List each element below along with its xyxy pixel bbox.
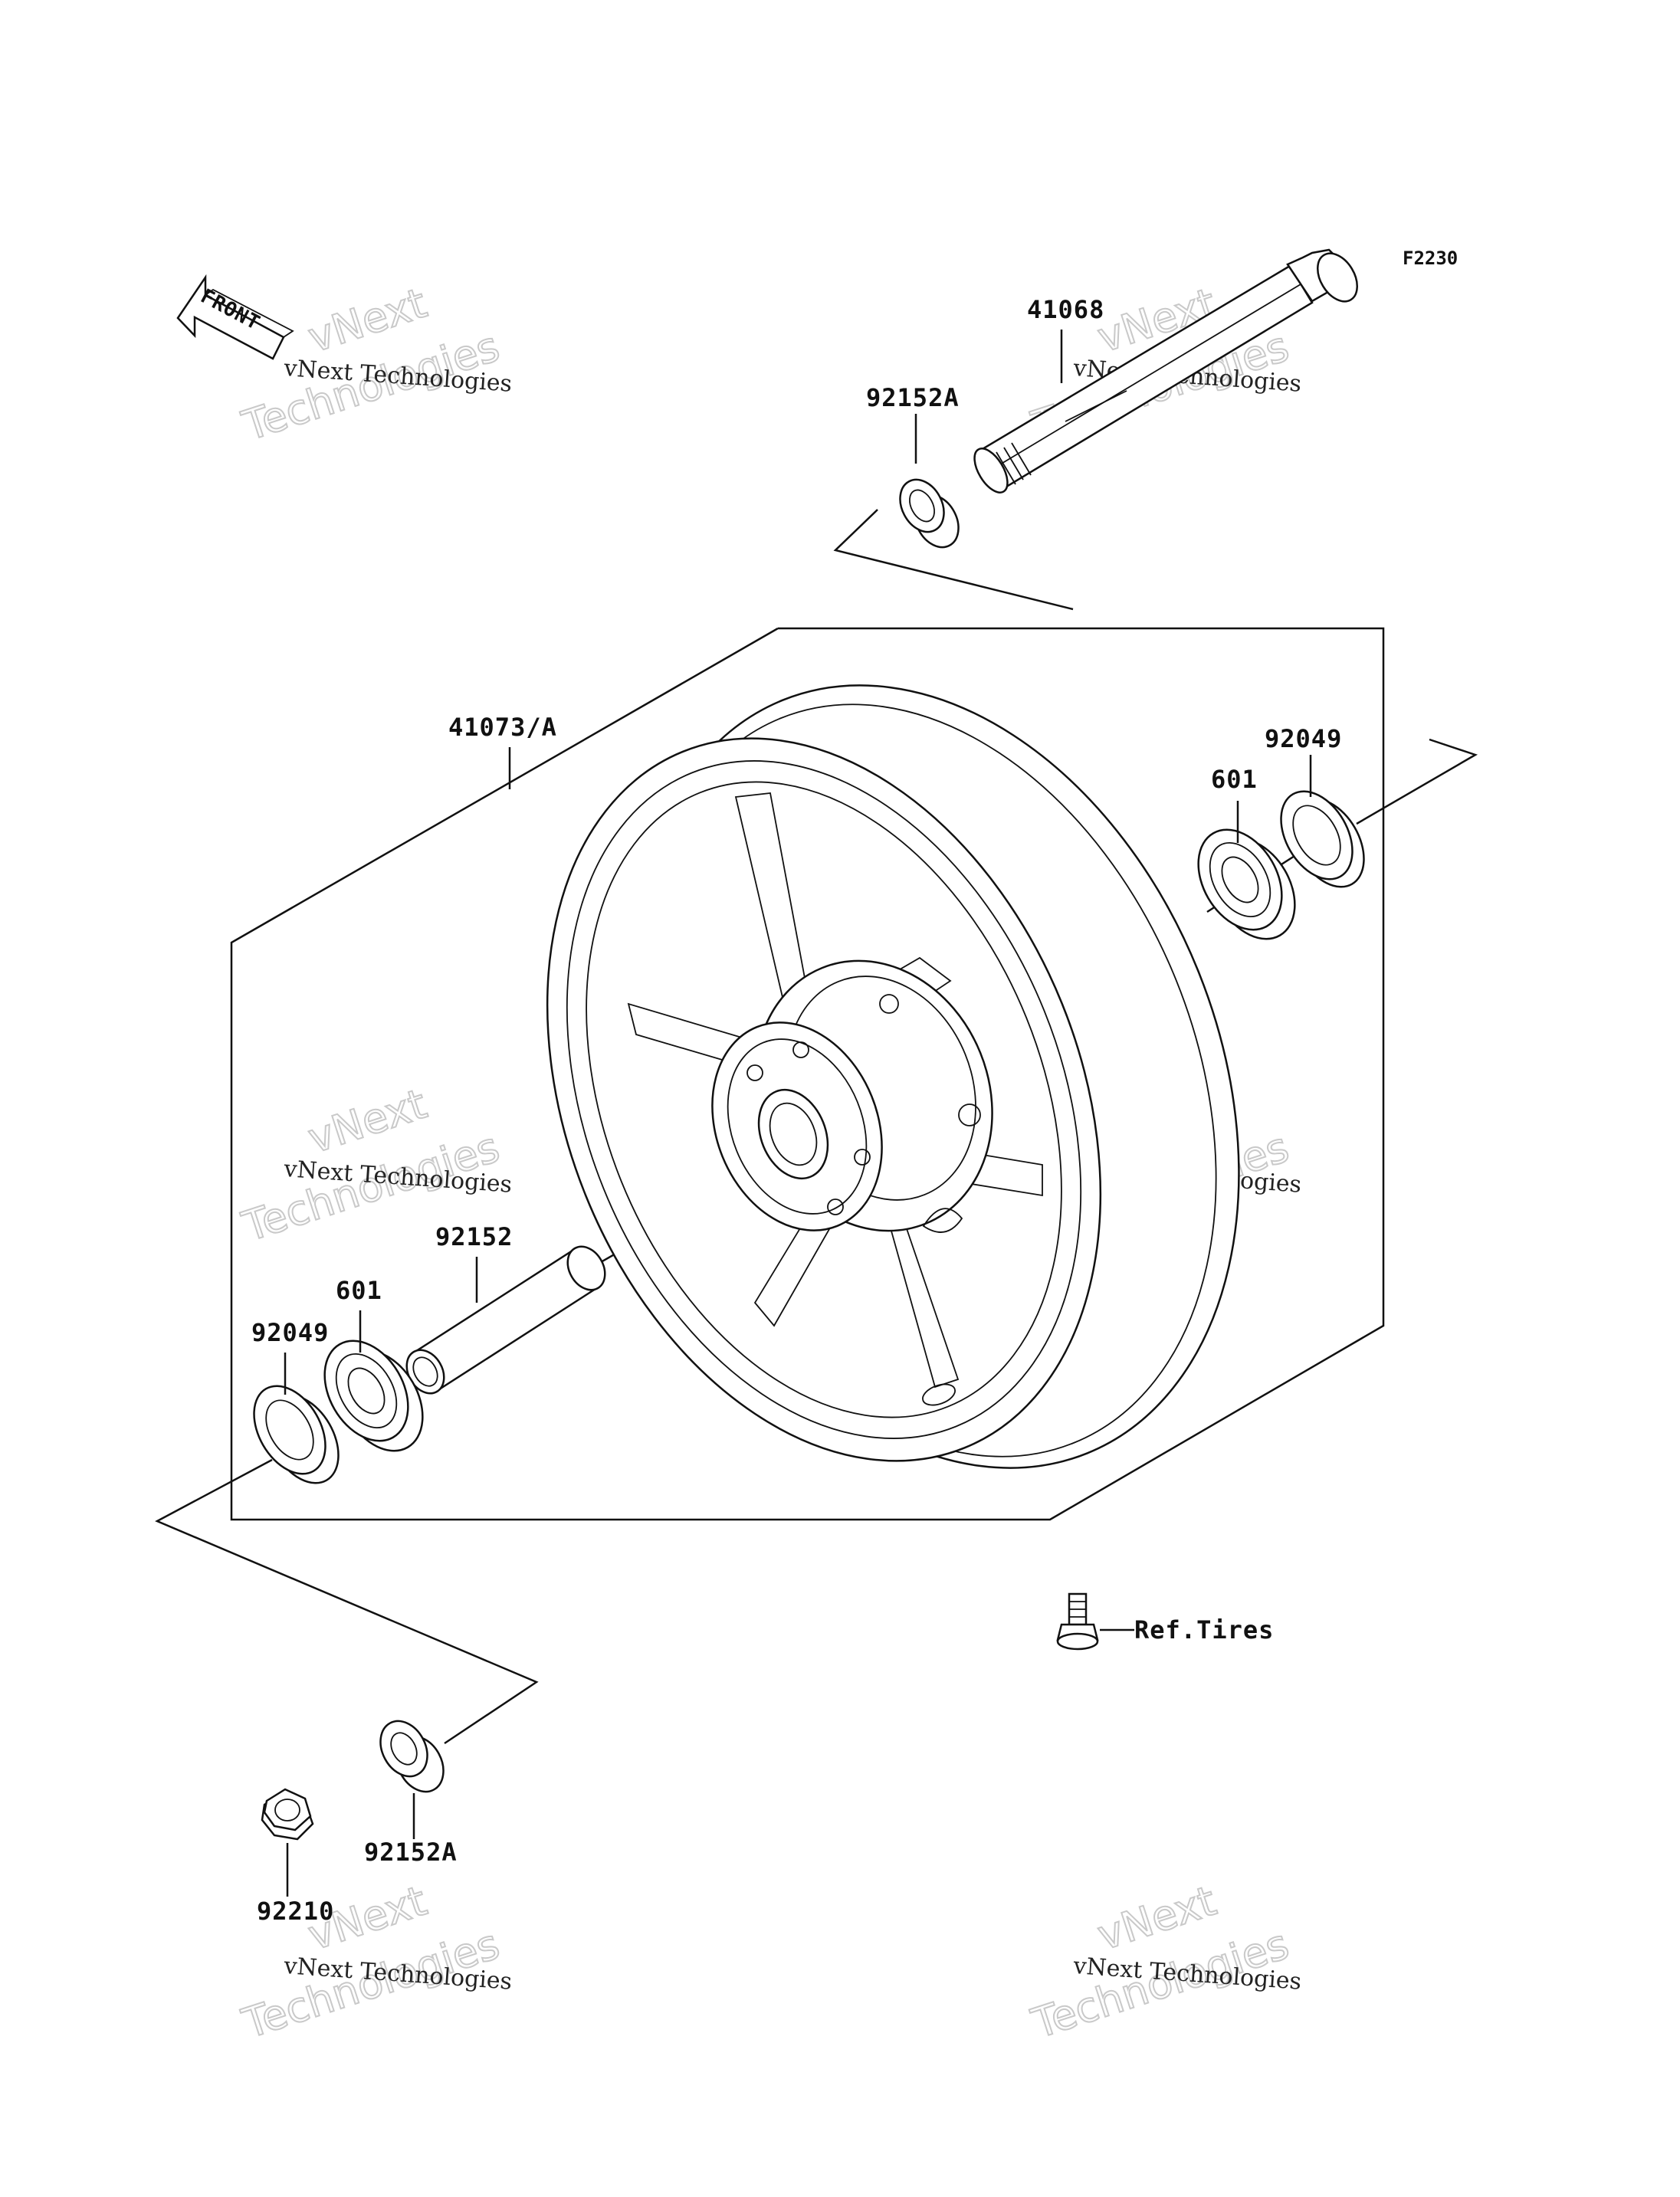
label-ref-tires: Ref.Tires — [1134, 1615, 1274, 1644]
figure-code: F2230 — [1403, 248, 1458, 269]
label-92049-right: 92049 — [1265, 724, 1342, 753]
label-92049-left: 92049 — [251, 1318, 329, 1347]
label-92152: 92152 — [435, 1222, 513, 1251]
label-41073A: 41073/A — [448, 713, 557, 742]
label-601-right: 601 — [1211, 765, 1258, 794]
label-92210: 92210 — [257, 1897, 334, 1926]
label-92152A-top: 92152A — [866, 383, 960, 412]
front-wheel — [546, 684, 1240, 1469]
watermark-1: vNext Technologies vNext Technologies — [236, 278, 514, 451]
collar-bottom — [379, 1720, 445, 1793]
tire-valve — [1056, 1592, 1099, 1651]
label-92152A-bottom: 92152A — [364, 1838, 458, 1867]
label-41068: 41068 — [1027, 295, 1104, 324]
watermark-6: vNext Technologies vNext Technologies — [1025, 1876, 1303, 2049]
bearing-right — [1197, 828, 1296, 940]
collar-top — [899, 478, 960, 549]
axle-alignment-line-right — [1356, 738, 1478, 825]
axle-nut — [261, 1788, 314, 1841]
bearing-left — [323, 1340, 424, 1452]
seal-left — [253, 1385, 340, 1484]
assembly-frame — [230, 627, 1385, 1521]
label-601-left: 601 — [336, 1276, 382, 1305]
axle-alignment-line-top — [833, 509, 1074, 611]
front-axle — [973, 248, 1358, 494]
front-direction-arrow: FRONT — [176, 274, 294, 360]
seal-right — [1280, 790, 1365, 888]
axle-alignment-line-bottom — [155, 1458, 539, 1745]
spacer — [405, 1245, 606, 1395]
